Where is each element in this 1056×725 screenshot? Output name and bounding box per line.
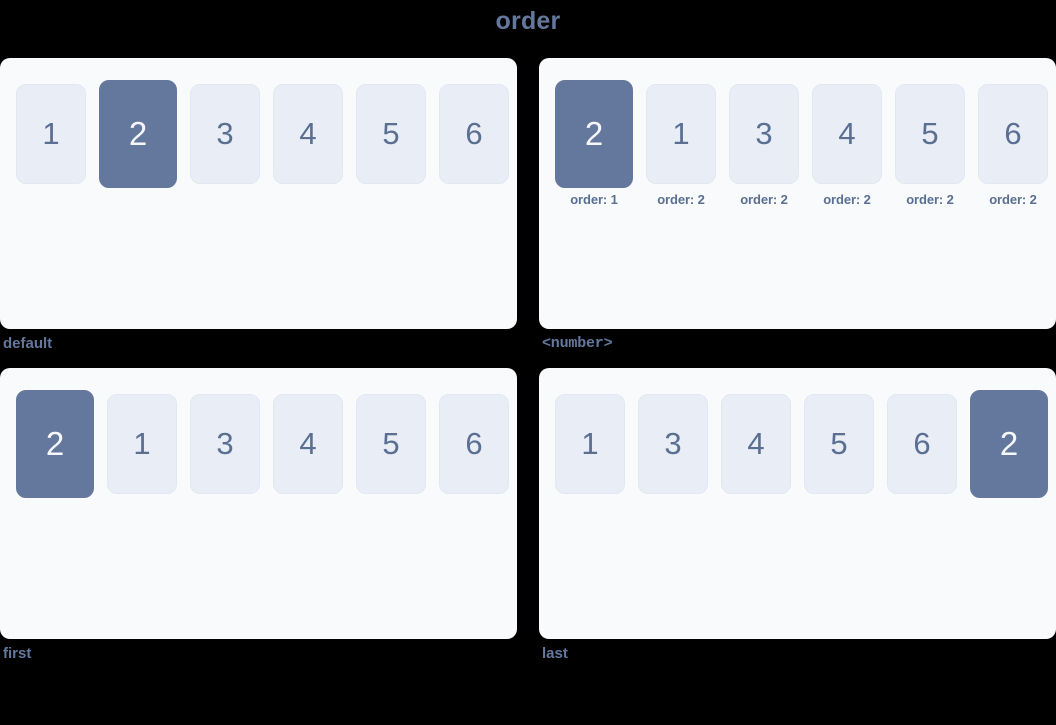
item-box[interactable]: 6 — [439, 84, 509, 184]
flex-item: 6 — [439, 394, 509, 494]
item-box[interactable]: 1 — [107, 394, 177, 494]
flex-item: 4 — [273, 84, 343, 184]
flex-item: 6 order: 2 — [978, 84, 1048, 207]
flex-item: 4 order: 2 — [812, 84, 882, 207]
order-value-label: order: 2 — [657, 192, 705, 207]
order-value-label: order: 2 — [823, 192, 871, 207]
ordered-item-box[interactable]: 2 — [970, 390, 1048, 498]
flex-item: 2 — [99, 80, 177, 188]
flex-item: 3 order: 2 — [729, 84, 799, 207]
item-box[interactable]: 4 — [273, 394, 343, 494]
flex-row: 2 order: 1 1 order: 2 3 order: 2 4 order: 2 5 ord… — [555, 80, 1056, 207]
flex-item: 2 — [970, 390, 1048, 498]
flex-item: 5 — [804, 394, 874, 494]
panel-caption: <number> — [542, 335, 613, 352]
item-box[interactable]: 6 — [439, 394, 509, 494]
ordered-item-box[interactable]: 2 — [16, 390, 94, 498]
flex-item: 3 — [190, 394, 260, 494]
flex-item: 3 — [190, 84, 260, 184]
order-value-label: order: 2 — [740, 192, 788, 207]
item-box[interactable]: 6 — [978, 84, 1048, 184]
flex-item: 3 — [638, 394, 708, 494]
panel-caption: default — [3, 335, 53, 352]
panel-caption: last — [542, 645, 568, 662]
flex-item: 5 order: 2 — [895, 84, 965, 207]
flex-item: 5 — [356, 84, 426, 184]
flex-item: 6 — [887, 394, 957, 494]
item-box[interactable]: 3 — [190, 84, 260, 184]
flex-item: 1 — [107, 394, 177, 494]
item-box[interactable]: 6 — [887, 394, 957, 494]
flex-item: 2 — [16, 390, 94, 498]
panel-caption: first — [3, 645, 32, 662]
ordered-item-box[interactable]: 2 — [555, 80, 633, 188]
flex-item: 4 — [721, 394, 791, 494]
item-box[interactable]: 3 — [729, 84, 799, 184]
flex-container: 2 order: 1 1 order: 2 3 order: 2 4 order: 2 5 ord… — [539, 58, 1056, 329]
item-box[interactable]: 5 — [895, 84, 965, 184]
flex-item: 1 — [555, 394, 625, 494]
flex-item: 4 — [273, 394, 343, 494]
item-box[interactable]: 1 — [16, 84, 86, 184]
order-value-label: order: 1 — [570, 192, 618, 207]
flex-item: 2 order: 1 — [555, 80, 633, 207]
demo-panel: 2 order: 1 1 order: 2 3 order: 2 4 order: 2 5 ord… — [539, 58, 1056, 353]
item-box[interactable]: 4 — [273, 84, 343, 184]
order-value-label: order: 2 — [906, 192, 954, 207]
item-box[interactable]: 1 — [646, 84, 716, 184]
ordered-item-box[interactable]: 2 — [99, 80, 177, 188]
flex-item: 1 order: 2 — [646, 84, 716, 207]
item-box[interactable]: 4 — [721, 394, 791, 494]
flex-item: 1 — [16, 84, 86, 184]
item-box[interactable]: 1 — [555, 394, 625, 494]
flex-item: 6 — [439, 84, 509, 184]
item-box[interactable]: 4 — [812, 84, 882, 184]
item-box[interactable]: 3 — [638, 394, 708, 494]
order-value-label: order: 2 — [989, 192, 1037, 207]
item-box[interactable]: 5 — [804, 394, 874, 494]
item-box[interactable]: 5 — [356, 84, 426, 184]
flex-item: 5 — [356, 394, 426, 494]
item-box[interactable]: 3 — [190, 394, 260, 494]
page-title: order — [495, 7, 561, 35]
item-box[interactable]: 5 — [356, 394, 426, 494]
